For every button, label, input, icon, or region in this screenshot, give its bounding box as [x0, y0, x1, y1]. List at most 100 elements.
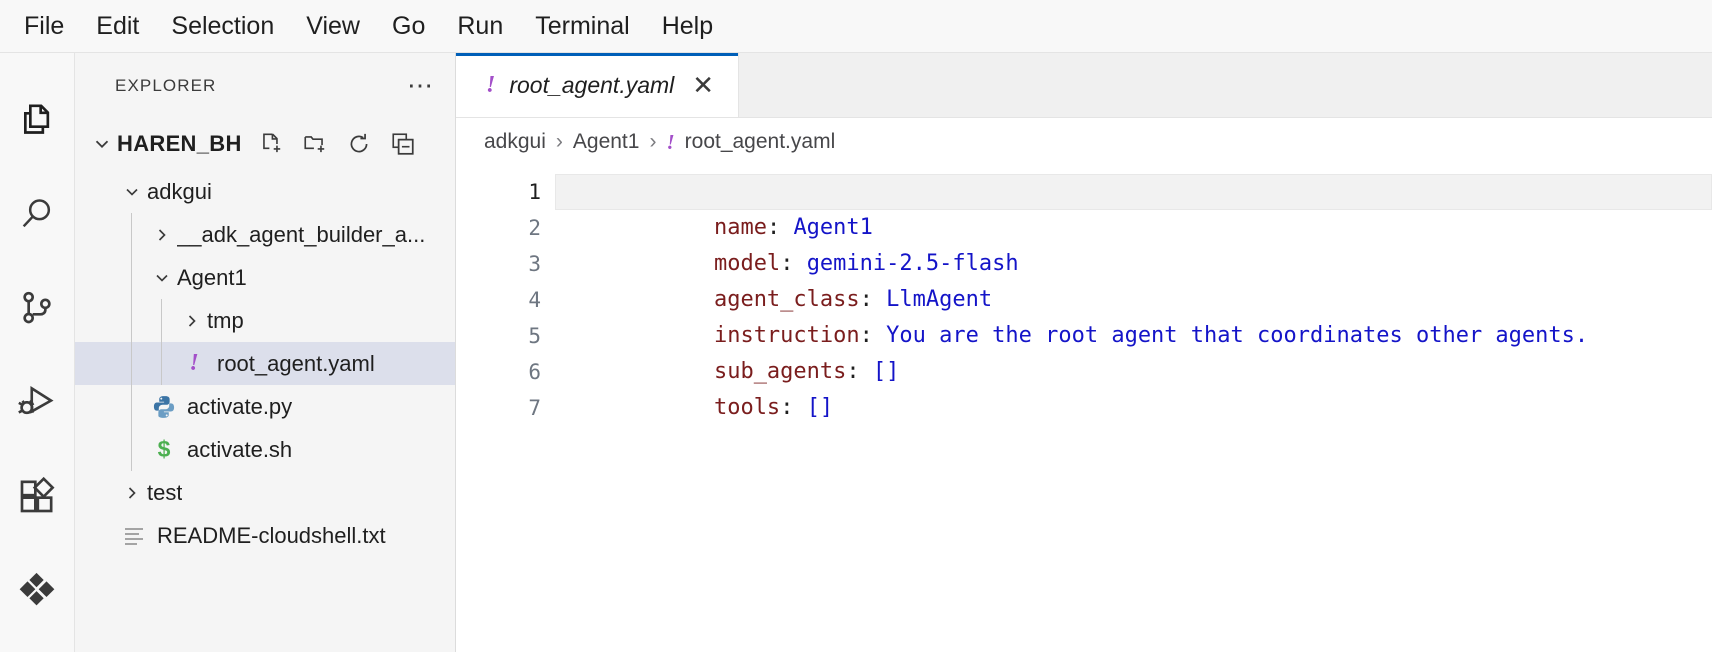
new-folder-icon[interactable] [302, 131, 328, 157]
workspace-root-label: HAREN_BH [117, 131, 242, 156]
code-editor[interactable]: 1 2 3 4 5 6 7 name: Agent1 model: gemini… [456, 166, 1712, 652]
chevron-down-icon[interactable] [147, 268, 177, 288]
activity-item-explorer[interactable] [0, 75, 75, 169]
tree-row-adk-agent-builder[interactable]: __adk_agent_builder_a... [75, 213, 455, 256]
ellipsis-icon[interactable]: ⋯ [407, 69, 435, 100]
refresh-icon[interactable] [346, 131, 372, 157]
menu-item-selection[interactable]: Selection [171, 11, 275, 40]
code-line[interactable]: instruction: You are the root agent that… [555, 282, 1712, 348]
menu-item-terminal[interactable]: Terminal [535, 11, 630, 40]
activity-item-source-control[interactable] [0, 263, 75, 357]
yaml-value: [] [806, 395, 834, 420]
tree-row-readme-cloudshell[interactable]: README-cloudshell.txt [75, 514, 455, 557]
menu-item-go[interactable]: Go [392, 11, 426, 40]
yaml-key: sub_agents [713, 359, 847, 384]
code-line[interactable]: sub_agents: [] [555, 318, 1712, 384]
editor-tab-bar: ! root_agent.yaml ✕ [456, 53, 1712, 118]
yaml-file-icon: ! [189, 350, 199, 376]
explorer-actions [258, 131, 416, 157]
workbench-body: EXPLORER ⋯ HAREN_BH [0, 53, 1712, 652]
code-line[interactable]: tools: [] [555, 354, 1712, 420]
tree-row-adkgui[interactable]: adkgui [75, 170, 455, 213]
tree-label: test [147, 479, 183, 505]
menu-item-edit[interactable]: Edit [96, 11, 140, 40]
tree-row-activate-sh[interactable]: $ activate.sh [75, 428, 455, 471]
close-icon[interactable]: ✕ [692, 70, 715, 100]
tree-label: tmp [207, 307, 244, 333]
chevron-down-icon[interactable] [87, 133, 117, 155]
tree-row-test[interactable]: test [75, 471, 455, 514]
activity-item-run-and-debug[interactable] [0, 357, 75, 451]
indent-guide [131, 256, 132, 299]
indent-guide [161, 342, 162, 385]
breadcrumb-item-agent1[interactable]: Agent1 [572, 130, 640, 153]
tree-label: README-cloudshell.txt [157, 522, 386, 548]
code-line[interactable]: agent_class: LlmAgent [555, 246, 1712, 312]
editor-area: ! root_agent.yaml ✕ adkgui › Agent1 › ! … [456, 53, 1712, 652]
breadcrumb-item-file[interactable]: root_agent.yaml [684, 130, 836, 153]
tree-label: root_agent.yaml [217, 350, 375, 376]
explorer-header: EXPLORER ⋯ [75, 53, 455, 118]
tree-label: adkgui [147, 178, 212, 204]
breadcrumb-item-adkgui[interactable]: adkgui [484, 130, 546, 153]
tree-row-activate-py[interactable]: activate.py [75, 385, 455, 428]
new-file-icon[interactable] [258, 131, 284, 157]
indent-guide [161, 299, 162, 342]
indent-guide [131, 299, 132, 342]
line-number-gutter: 1 2 3 4 5 6 7 [456, 166, 551, 652]
chevron-right-icon: › [555, 130, 563, 153]
tree-label: activate.py [187, 393, 293, 419]
yaml-value: [] [872, 359, 900, 384]
activity-bar [0, 53, 75, 652]
tree-label: __adk_agent_builder_a... [177, 221, 426, 247]
indent-guide [131, 342, 132, 385]
line-number: 6 [528, 360, 541, 384]
code-line[interactable]: name: Agent1 [555, 174, 1712, 240]
yaml-key: tools [713, 395, 781, 420]
menu-item-run[interactable]: Run [457, 11, 504, 40]
chevron-right-icon[interactable] [147, 225, 177, 245]
activity-item-search[interactable] [0, 169, 75, 263]
tree-label: activate.sh [187, 436, 293, 462]
tab-root-agent-yaml[interactable]: ! root_agent.yaml ✕ [456, 53, 740, 117]
code-line[interactable]: model: gemini-2.5-flash [555, 210, 1712, 276]
yaml-colon: : [780, 395, 807, 420]
text-file-icon [117, 524, 151, 548]
python-file-icon [147, 394, 181, 420]
workspace-root-row[interactable]: HAREN_BH [75, 118, 455, 170]
chevron-right-icon[interactable] [117, 483, 147, 503]
yaml-value: Agent1 [793, 215, 873, 240]
yaml-colon: : [859, 323, 887, 348]
yaml-key: name [713, 215, 767, 240]
indent-guide [131, 428, 132, 471]
menu-item-help[interactable]: Help [661, 11, 714, 40]
indent-guide [131, 385, 132, 428]
file-tree: adkgui __adk_agent_builder_a... [75, 170, 455, 652]
code-content[interactable]: name: Agent1 model: gemini-2.5-flash age… [551, 166, 1712, 652]
source-control-branch-icon [17, 288, 57, 333]
menu-item-view[interactable]: View [306, 11, 360, 40]
chevron-right-icon[interactable] [177, 311, 207, 331]
line-number: 7 [528, 396, 541, 420]
menu-item-file[interactable]: File [24, 11, 65, 40]
line-number: 4 [528, 288, 541, 312]
collapse-all-icon[interactable] [390, 131, 416, 157]
indent-guide [131, 213, 132, 256]
yaml-key: model [713, 251, 781, 276]
shell-file-icon: $ [157, 436, 171, 462]
yaml-colon: : [766, 215, 794, 240]
chevron-down-icon[interactable] [117, 182, 147, 202]
yaml-value: LlmAgent [886, 287, 993, 312]
activity-item-diamonds[interactable] [0, 545, 75, 639]
line-number: 1 [528, 180, 541, 204]
yaml-file-icon: ! [666, 129, 675, 154]
tree-row-root-agent-yaml[interactable]: ! root_agent.yaml [75, 342, 455, 385]
activity-item-extensions[interactable] [0, 451, 75, 545]
line-number: 5 [528, 324, 541, 348]
yaml-value: gemini-2.5-flash [806, 251, 1019, 276]
yaml-key: agent_class [713, 287, 860, 312]
run-and-debug-icon [16, 381, 58, 428]
tree-row-agent1[interactable]: Agent1 [75, 256, 455, 299]
tree-row-tmp[interactable]: tmp [75, 299, 455, 342]
